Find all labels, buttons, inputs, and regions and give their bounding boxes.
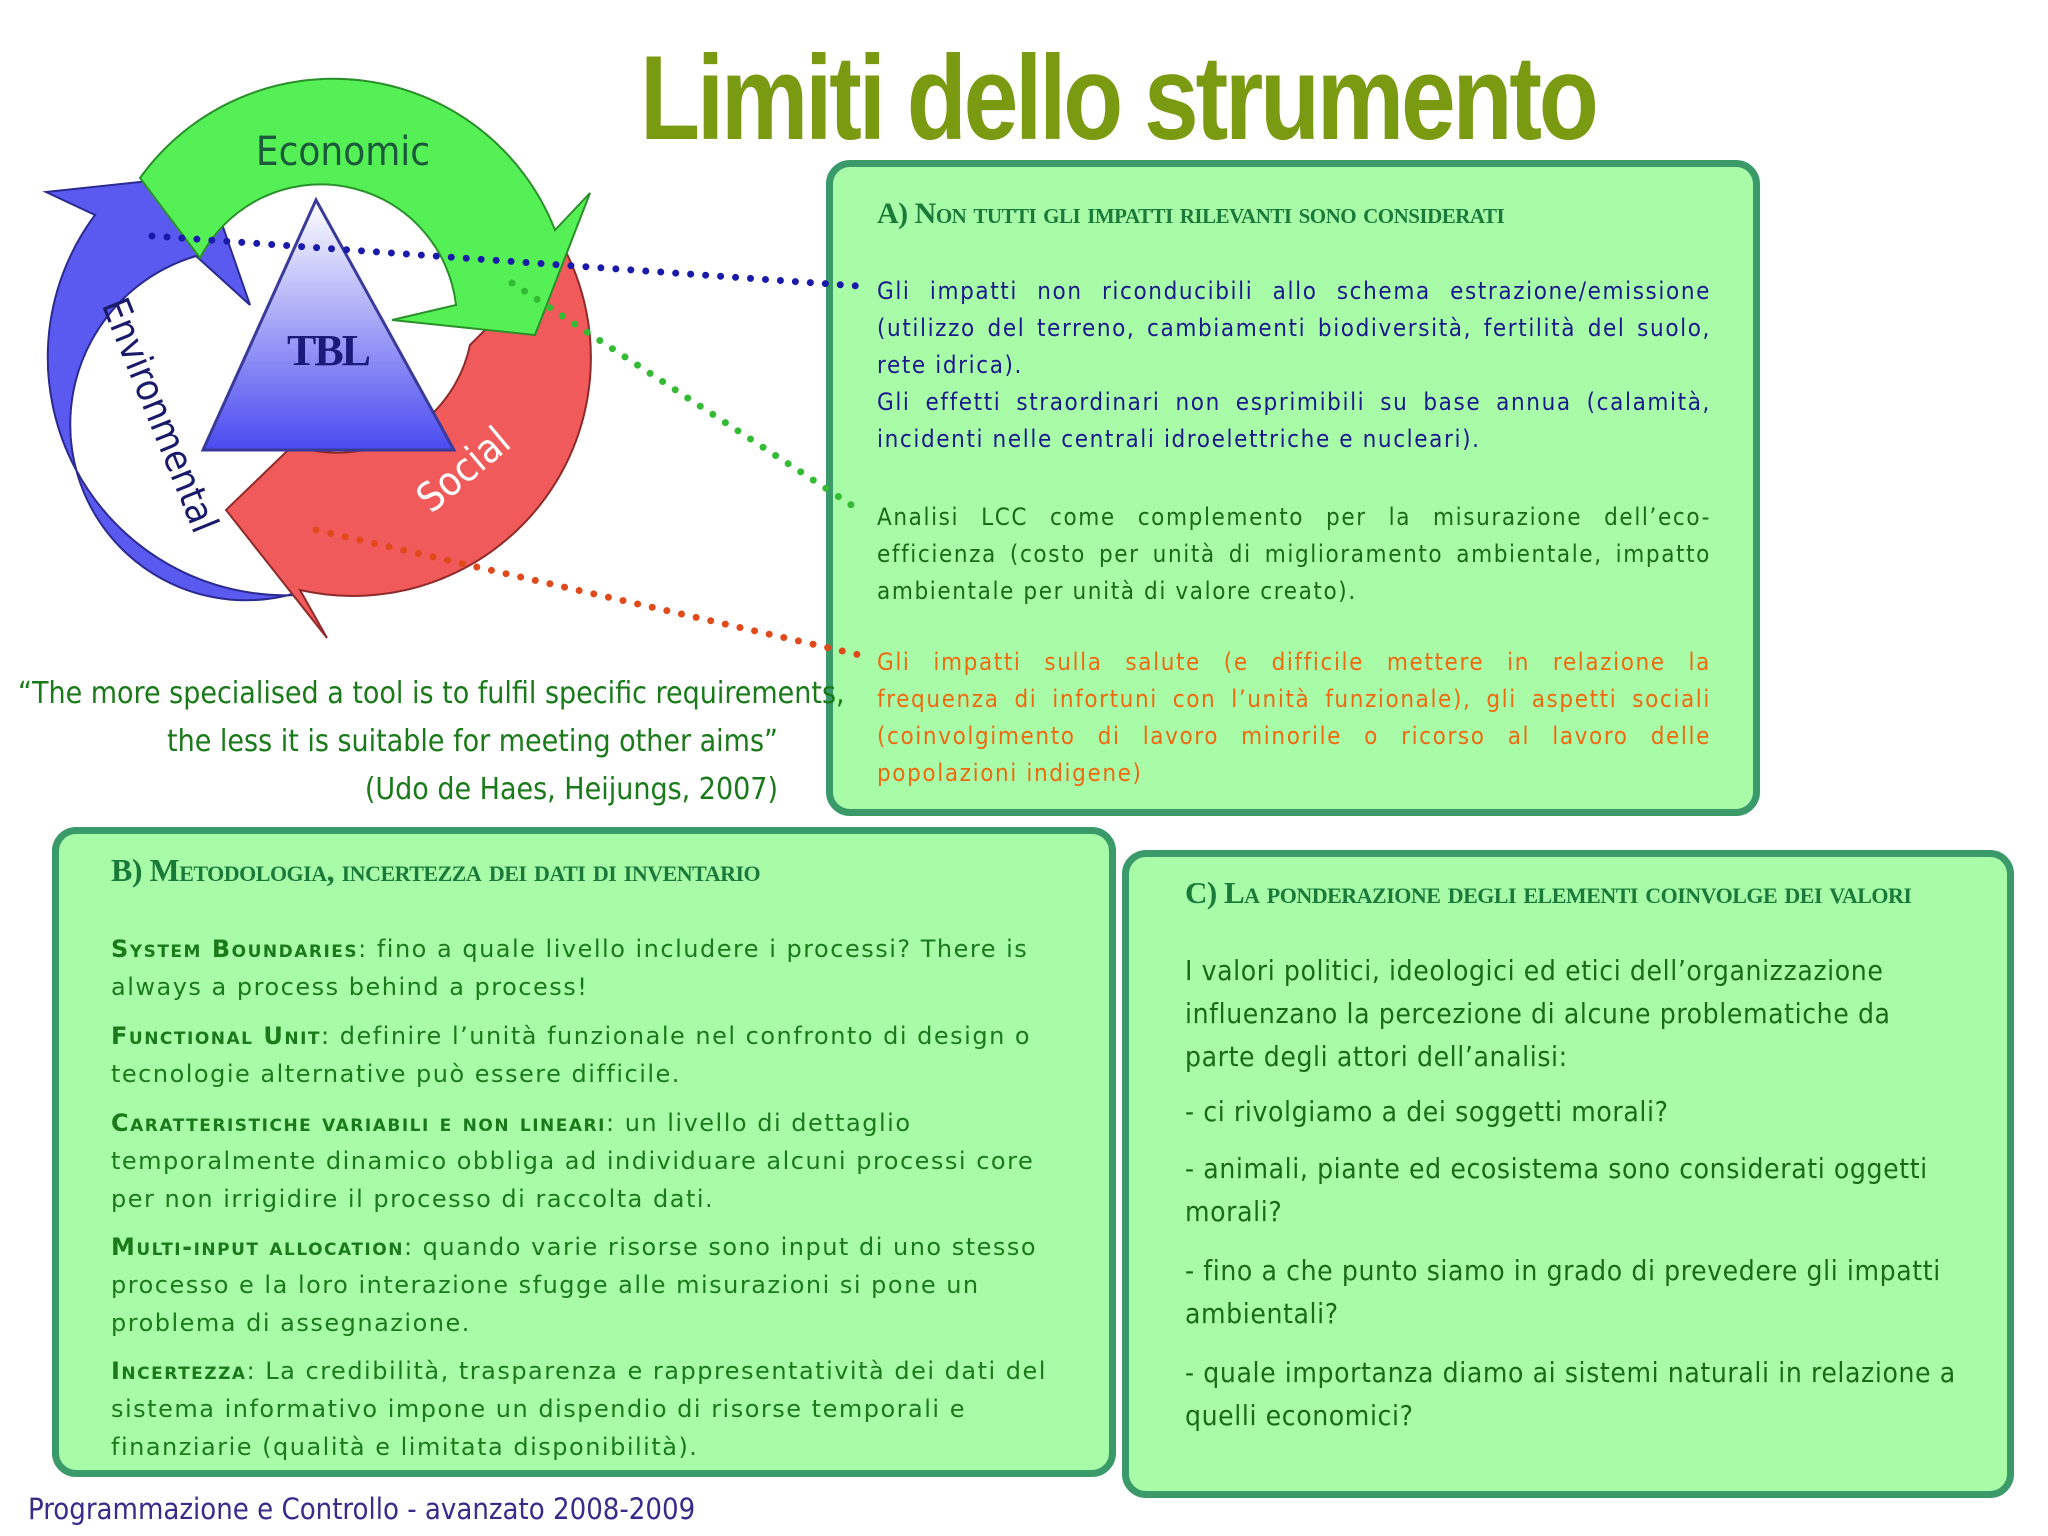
- item-label: System Boundaries: [111, 935, 359, 963]
- page-title: Limiti dello strumento: [640, 31, 1599, 165]
- box-c-question-3: - fino a che punto siamo in grado di pre…: [1185, 1254, 1941, 1330]
- box-a-paragraph-3: Analisi LCC come complemento per la misu…: [877, 503, 1711, 605]
- item-label: Multi-input allocation: [111, 1233, 404, 1261]
- box-a-paragraph-2: Gli effetti straordinari non esprimibili…: [877, 388, 1711, 453]
- environmental-label: Environmental: [93, 292, 227, 539]
- tbl-triangle: [200, 196, 457, 452]
- footer-course-label: Programmazione e Controllo - avanzato 20…: [28, 1492, 696, 1526]
- quote-line-2: the less it is suitable for meeting othe…: [167, 724, 778, 759]
- item-label: Incertezza: [111, 1357, 247, 1385]
- item-label: Functional Unit: [111, 1022, 321, 1050]
- box-c-heading: C) La ponderazione degli elementi coinvo…: [1185, 875, 1912, 910]
- box-a-paragraph-1: Gli impatti non riconducibili allo schem…: [877, 277, 1711, 379]
- box-c-weighting: C) La ponderazione degli elementi coinvo…: [1122, 850, 2014, 1498]
- quote-source: (Udo de Haes, Heijungs, 2007): [364, 772, 778, 807]
- economic-arrow: [138, 77, 591, 337]
- item-text: : definire l’unità funzionale nel confro…: [111, 1022, 1032, 1088]
- environmental-arrow: [42, 173, 301, 602]
- quote-block: “The more specialised a tool is to fulfi…: [18, 670, 845, 814]
- box-a-paragraph-4: Gli impatti sulla salute (e difficile me…: [877, 648, 1711, 787]
- quote-line-1: “The more specialised a tool is to fulfi…: [18, 676, 845, 711]
- box-c-intro: I valori politici, ideologici ed etici d…: [1185, 954, 1891, 1073]
- connector-green: [508, 279, 866, 516]
- item-text: : La credibilità, trasparenza e rapprese…: [111, 1357, 1047, 1461]
- box-c-question-1: - ci rivolgiamo a dei soggetti morali?: [1185, 1095, 1669, 1128]
- box-b-item-functional-unit: Functional Unit: definire l’unità funzio…: [111, 1017, 1071, 1093]
- box-b-methodology: B) Metodologia, incertezza dei dati di i…: [52, 827, 1116, 1477]
- economic-label: Economic: [256, 129, 430, 175]
- item-text: : quando varie risorse sono input di uno…: [111, 1233, 1038, 1337]
- box-c-question-2: - animali, piante ed ecosistema sono con…: [1185, 1152, 1928, 1228]
- tbl-label: TBL: [287, 326, 370, 375]
- box-b-item-variable-characteristics: Caratteristiche variabili e non lineari:…: [111, 1104, 1071, 1218]
- connector-blue: [148, 232, 862, 290]
- box-a-heading: A) Non tutti gli impatti rilevanti sono …: [877, 197, 1505, 230]
- box-b-item-system-boundaries: System Boundaries: fino a quale livello …: [111, 930, 1071, 1006]
- item-text: : fino a quale livello includere i proce…: [111, 935, 1029, 1001]
- tbl-cycle-diagram: Economic Environmental Social TBL: [42, 77, 868, 660]
- item-text: : un livello di dettaglio temporalmente …: [111, 1109, 1035, 1213]
- box-b-item-multi-input-allocation: Multi-input allocation: quando varie ris…: [111, 1228, 1071, 1342]
- box-b-heading: B) Metodologia, incertezza dei dati di i…: [111, 852, 761, 888]
- box-b-item-uncertainty: Incertezza: La credibilità, trasparenza …: [111, 1352, 1071, 1466]
- box-a-impacts: A) Non tutti gli impatti rilevanti sono …: [826, 160, 1760, 816]
- box-c-question-4: - quale importanza diamo ai sistemi natu…: [1185, 1356, 1956, 1432]
- item-label: Caratteristiche variabili e non lineari: [111, 1109, 606, 1137]
